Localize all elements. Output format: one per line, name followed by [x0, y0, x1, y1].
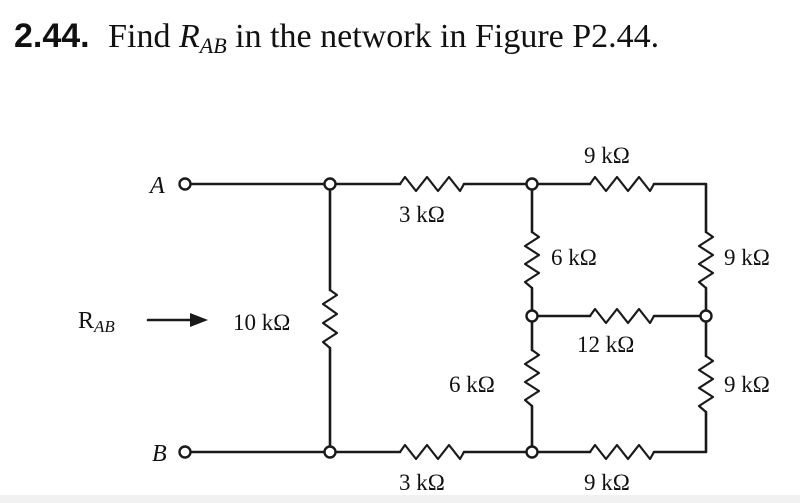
- junction-node: [323, 177, 337, 191]
- problem-variable-subscript: AB: [199, 33, 227, 58]
- resistor-middle-lower: [523, 349, 541, 407]
- label-right-lower: 9 kΩ: [724, 372, 770, 397]
- resistor-middle-horizontal: [589, 307, 655, 325]
- junction-node: [525, 445, 539, 459]
- terminal-b-label: B: [152, 441, 167, 467]
- terminal-a-node: [178, 177, 192, 191]
- label-middle-horizontal: 12 kΩ: [577, 332, 634, 357]
- junction-node: [525, 309, 539, 323]
- label-top-right: 9 kΩ: [584, 143, 630, 168]
- resistor-bottom-right: [589, 443, 655, 461]
- junction-node: [699, 309, 713, 323]
- resistor-left-vertical: [321, 289, 339, 349]
- problem-number: 2.44.: [14, 17, 90, 55]
- label-bottom-left: 3 kΩ: [399, 470, 445, 495]
- label-bottom-right: 9 kΩ: [584, 470, 630, 495]
- terminal-a-label: A: [148, 173, 165, 199]
- label-top-left: 3 kΩ: [399, 202, 445, 227]
- rab-subscript: AB: [93, 317, 115, 336]
- rab-symbol: R: [78, 308, 94, 334]
- problem-text-before: Find: [108, 18, 171, 55]
- rab-indicator: RAB: [78, 308, 115, 336]
- circuit-nodes: [178, 177, 713, 459]
- resistor-right-lower: [697, 355, 715, 413]
- terminal-b-node: [178, 445, 192, 459]
- resistor-top-right: [589, 175, 655, 193]
- label-left-vertical: 10 kΩ: [233, 310, 290, 335]
- junction-node: [525, 177, 539, 191]
- label-middle-upper: 6 kΩ: [551, 245, 597, 270]
- problem-variable: R: [178, 18, 200, 55]
- resistor-bottom-left: [399, 443, 465, 461]
- problem-statement: 2.44. Find RAB in the network in Figure …: [14, 6, 659, 76]
- bottom-edge: [0, 495, 800, 503]
- resistor-top-left: [399, 175, 465, 193]
- problem-text-after: in the network in Figure P2.44.: [235, 18, 660, 55]
- resistor-middle-upper: [523, 231, 541, 289]
- junction-node: [323, 445, 337, 459]
- label-right-upper: 9 kΩ: [724, 245, 770, 270]
- rab-arrow-icon: [190, 313, 208, 327]
- label-middle-lower: 6 kΩ: [449, 372, 495, 397]
- resistor-right-upper: [697, 231, 715, 289]
